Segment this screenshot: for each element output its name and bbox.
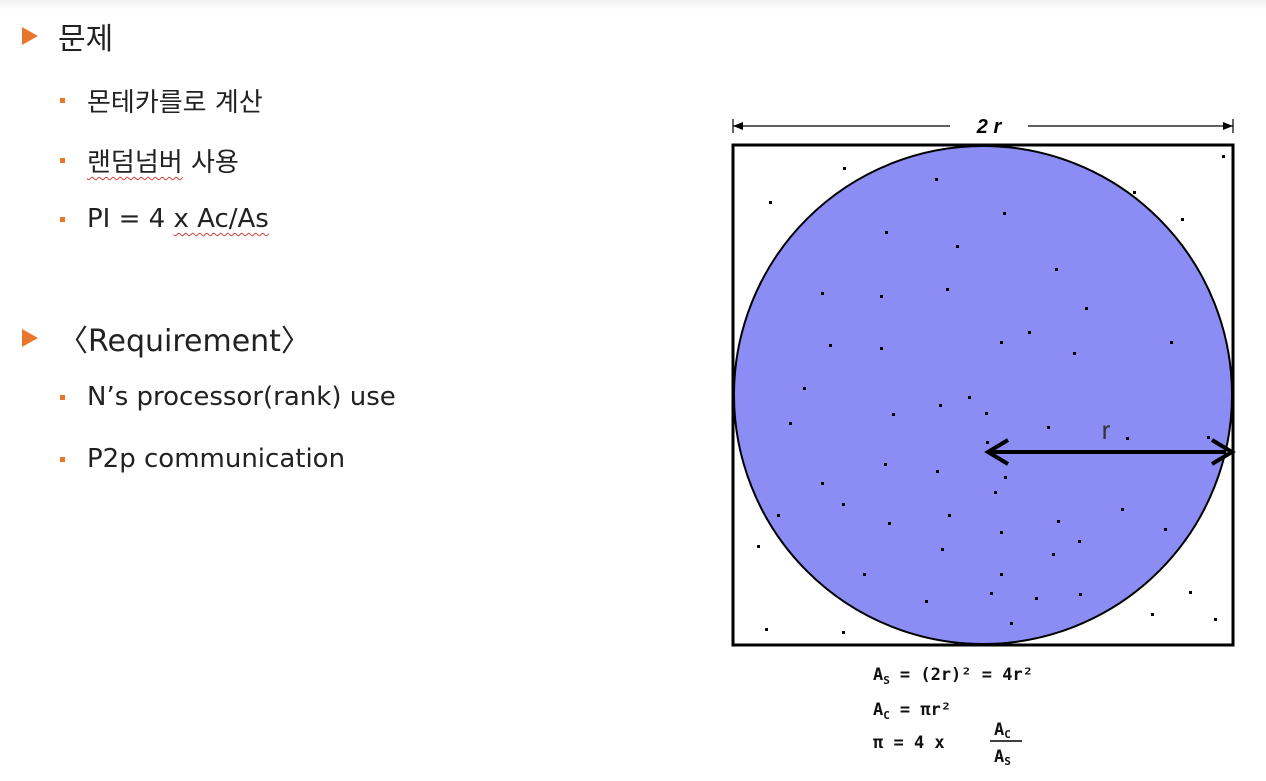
random-point: [1035, 597, 1038, 600]
square-bullet-icon: [60, 98, 65, 103]
item-text: PI = 4: [87, 204, 174, 234]
item-text-underlined: x Ac/As: [173, 204, 269, 234]
list-item: PI = 4 x Ac/As: [60, 204, 269, 234]
random-point: [757, 545, 760, 548]
random-point: [948, 514, 951, 517]
random-point: [1189, 591, 1192, 594]
random-point: [1052, 553, 1055, 556]
top-shade: [0, 0, 1266, 10]
formula-pi: π = 4 x: [873, 733, 945, 753]
random-point: [1170, 341, 1173, 344]
random-point: [821, 482, 824, 485]
random-point: [1010, 622, 1013, 625]
random-point: [1003, 212, 1006, 215]
random-point: [789, 422, 792, 425]
section-title: 〈Requirement〉: [58, 324, 311, 359]
random-point: [1057, 520, 1060, 523]
radius-label: r: [1102, 415, 1111, 445]
random-point: [803, 387, 806, 390]
random-point: [843, 167, 846, 170]
random-point: [994, 491, 997, 494]
random-point: [880, 295, 883, 298]
arrowhead-left-icon: [733, 122, 743, 130]
formula-circle-area: AC= πr²: [873, 700, 951, 722]
random-point: [936, 470, 939, 473]
random-point: [1181, 218, 1184, 221]
random-point: [935, 178, 938, 181]
square-bullet-icon: [60, 216, 65, 222]
random-point: [1121, 508, 1124, 511]
random-point: [941, 548, 944, 551]
random-point: [1207, 436, 1210, 439]
random-point: [884, 463, 887, 466]
radius-arrowhead-right-icon: [1210, 438, 1236, 466]
formula-square-area: AS= (2r)² = 4r²: [873, 665, 1033, 687]
random-point: [939, 404, 942, 407]
monte-carlo-figure: 2 r r AS= (2r)² = 4r² AC= πr² π = 4 x AC…: [731, 116, 1236, 768]
item-text: 사용: [182, 148, 239, 178]
random-point: [1164, 528, 1167, 531]
random-point: [1222, 155, 1225, 158]
list-item: P2p communication: [60, 444, 345, 474]
random-point: [1214, 618, 1217, 621]
random-point: [1126, 437, 1129, 440]
arrowhead-right-icon: [1223, 122, 1233, 130]
random-point: [990, 592, 993, 595]
random-point: [1079, 593, 1082, 596]
random-point: [986, 441, 989, 444]
random-point: [888, 522, 891, 525]
square-bullet-icon: [60, 158, 65, 163]
random-point: [1000, 573, 1003, 576]
random-point: [956, 245, 959, 248]
list-item: 랜덤넘버 사용: [60, 142, 239, 179]
random-point: [1000, 341, 1003, 344]
random-point: [925, 600, 928, 603]
item-text: N’s processor(rank) use: [87, 382, 396, 412]
fraction-denominator: AS: [994, 747, 1011, 768]
random-point: [1028, 331, 1031, 334]
random-point: [1078, 540, 1081, 543]
random-point: [1047, 426, 1050, 429]
random-point: [1000, 531, 1003, 534]
random-point: [842, 631, 845, 634]
random-point: [1133, 191, 1136, 194]
section-heading-requirement: 〈Requirement〉: [22, 316, 311, 360]
circle: [733, 145, 1233, 645]
radius-arrowhead-left-icon: [984, 438, 1010, 466]
random-point: [985, 412, 988, 415]
random-point: [765, 628, 768, 631]
item-text: 몬테카를로 계산: [87, 88, 263, 118]
square-bullet-icon: [60, 394, 65, 400]
random-point: [885, 231, 888, 234]
random-point: [863, 573, 866, 576]
section-title: 문제: [58, 22, 114, 57]
item-text: P2p communication: [87, 444, 346, 474]
random-point: [1151, 613, 1154, 616]
square-bullet-icon: [60, 456, 65, 462]
width-label: 2 r: [976, 116, 1003, 138]
random-point: [829, 344, 832, 347]
triangle-bullet-icon: [22, 329, 38, 347]
item-text-underlined: 랜덤넘버: [87, 148, 183, 178]
random-point: [880, 347, 883, 350]
random-point: [821, 292, 824, 295]
random-point: [892, 413, 895, 416]
random-point: [1055, 268, 1058, 271]
random-point: [968, 396, 971, 399]
random-point: [769, 201, 772, 204]
random-point: [946, 288, 949, 291]
list-item: 몬테카를로 계산: [60, 82, 263, 119]
section-heading-problem: 문제: [22, 14, 113, 58]
random-point: [1085, 307, 1088, 310]
random-point: [1004, 476, 1007, 479]
list-item: N’s processor(rank) use: [60, 382, 396, 412]
random-point: [777, 514, 780, 517]
random-point: [842, 503, 845, 506]
random-point: [1073, 352, 1076, 355]
random-points: [757, 155, 1225, 634]
fraction-numerator: AC: [994, 720, 1011, 741]
triangle-bullet-icon: [22, 27, 38, 45]
